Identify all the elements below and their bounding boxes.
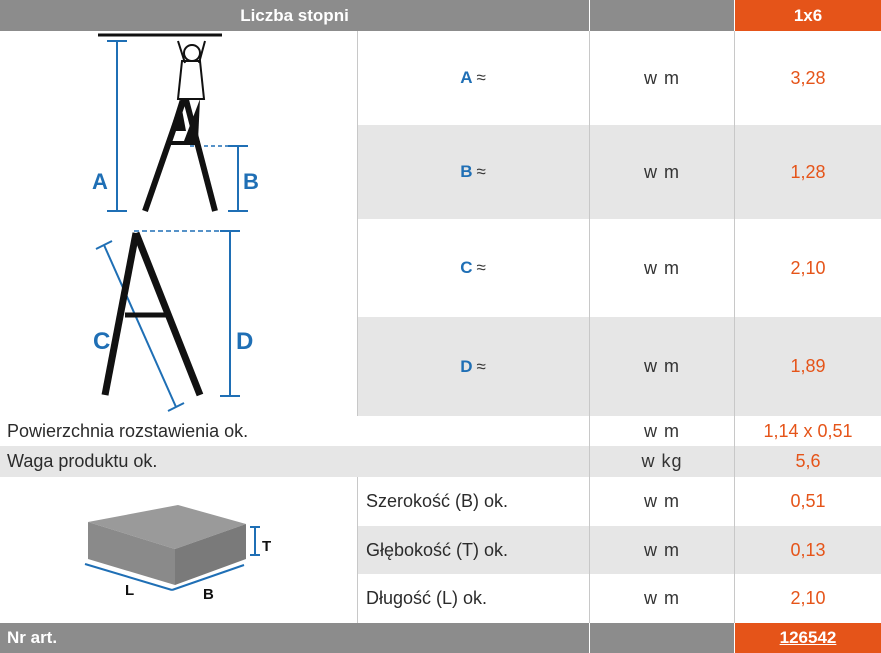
header-title-cell: Liczba stopni bbox=[0, 0, 589, 31]
label-c: C bbox=[93, 328, 110, 355]
header-variant: 1x6 bbox=[793, 5, 823, 25]
footer-label-cell: Nr art. bbox=[0, 623, 589, 653]
length-value: 2,10 bbox=[735, 574, 881, 623]
article-number-link[interactable]: 126542 bbox=[779, 628, 837, 647]
dim-b-value: 1,28 bbox=[735, 125, 881, 219]
footer-unit-cell bbox=[590, 623, 734, 653]
dim-b-approx: ≈ bbox=[476, 162, 486, 181]
label-b: B bbox=[243, 169, 259, 194]
dim-a-label-cell: A ≈ bbox=[357, 31, 589, 125]
dim-b-label-cell: B ≈ bbox=[357, 125, 589, 219]
divider-2 bbox=[589, 31, 590, 623]
divider-1 bbox=[357, 31, 358, 416]
dim-a-unit: w m bbox=[590, 31, 734, 125]
weight-label: Waga produktu ok. bbox=[0, 446, 589, 477]
dim-d-approx: ≈ bbox=[476, 356, 486, 376]
package-box-diagram: T L B bbox=[84, 505, 271, 603]
box-label-b: B bbox=[203, 586, 214, 603]
depth-label: Głębokość (T) ok. bbox=[357, 526, 589, 574]
depth-value: 0,13 bbox=[735, 526, 881, 574]
depth-unit: w m bbox=[590, 526, 734, 574]
length-unit: w m bbox=[590, 574, 734, 623]
dim-b-letter: B bbox=[460, 162, 473, 181]
package-illustration: T L B bbox=[0, 477, 357, 623]
dim-d-unit: w m bbox=[590, 317, 734, 416]
surface-value: 1,14 x 0,51 bbox=[735, 416, 881, 446]
width-value: 0,51 bbox=[735, 477, 881, 526]
divider-4 bbox=[357, 477, 358, 623]
header-title: Liczba stopni bbox=[240, 5, 349, 25]
header-unit-cell bbox=[590, 0, 734, 31]
dim-c-label-cell: C ≈ bbox=[357, 219, 589, 317]
weight-value: 5,6 bbox=[735, 446, 881, 477]
length-label: Długość (L) ok. bbox=[357, 574, 589, 623]
surface-unit: w m bbox=[590, 416, 734, 446]
dim-a-approx: ≈ bbox=[476, 68, 486, 87]
dim-c-unit: w m bbox=[590, 219, 734, 317]
article-number-cell: 126542 bbox=[735, 623, 881, 653]
width-label: Szerokość (B) ok. bbox=[357, 477, 589, 526]
box-label-t: T bbox=[262, 538, 271, 555]
divider-3 bbox=[734, 31, 735, 623]
dim-d-value: 1,89 bbox=[735, 317, 881, 416]
dim-d-letter: D bbox=[460, 356, 473, 376]
dim-a-letter: A bbox=[460, 68, 473, 87]
footer-label: Nr art. bbox=[7, 628, 58, 647]
dim-c-letter: C bbox=[460, 258, 473, 277]
dim-c-value: 2,10 bbox=[735, 219, 881, 317]
weight-unit: w kg bbox=[590, 446, 734, 477]
dim-c-approx: ≈ bbox=[476, 258, 486, 277]
ladder-diagram: A B D C bbox=[92, 33, 259, 412]
header-variant-cell: 1x6 bbox=[735, 0, 881, 31]
dim-d-label-cell: D ≈ bbox=[357, 317, 589, 416]
dim-b-unit: w m bbox=[590, 125, 734, 219]
label-d: D bbox=[236, 328, 253, 355]
surface-label: Powierzchnia rozstawienia ok. bbox=[0, 416, 589, 446]
ladder-illustration: A B D C bbox=[0, 31, 357, 416]
dim-a-value: 3,28 bbox=[735, 31, 881, 125]
label-a: A bbox=[92, 169, 108, 194]
box-label-l: L bbox=[125, 582, 134, 599]
width-unit: w m bbox=[590, 477, 734, 526]
